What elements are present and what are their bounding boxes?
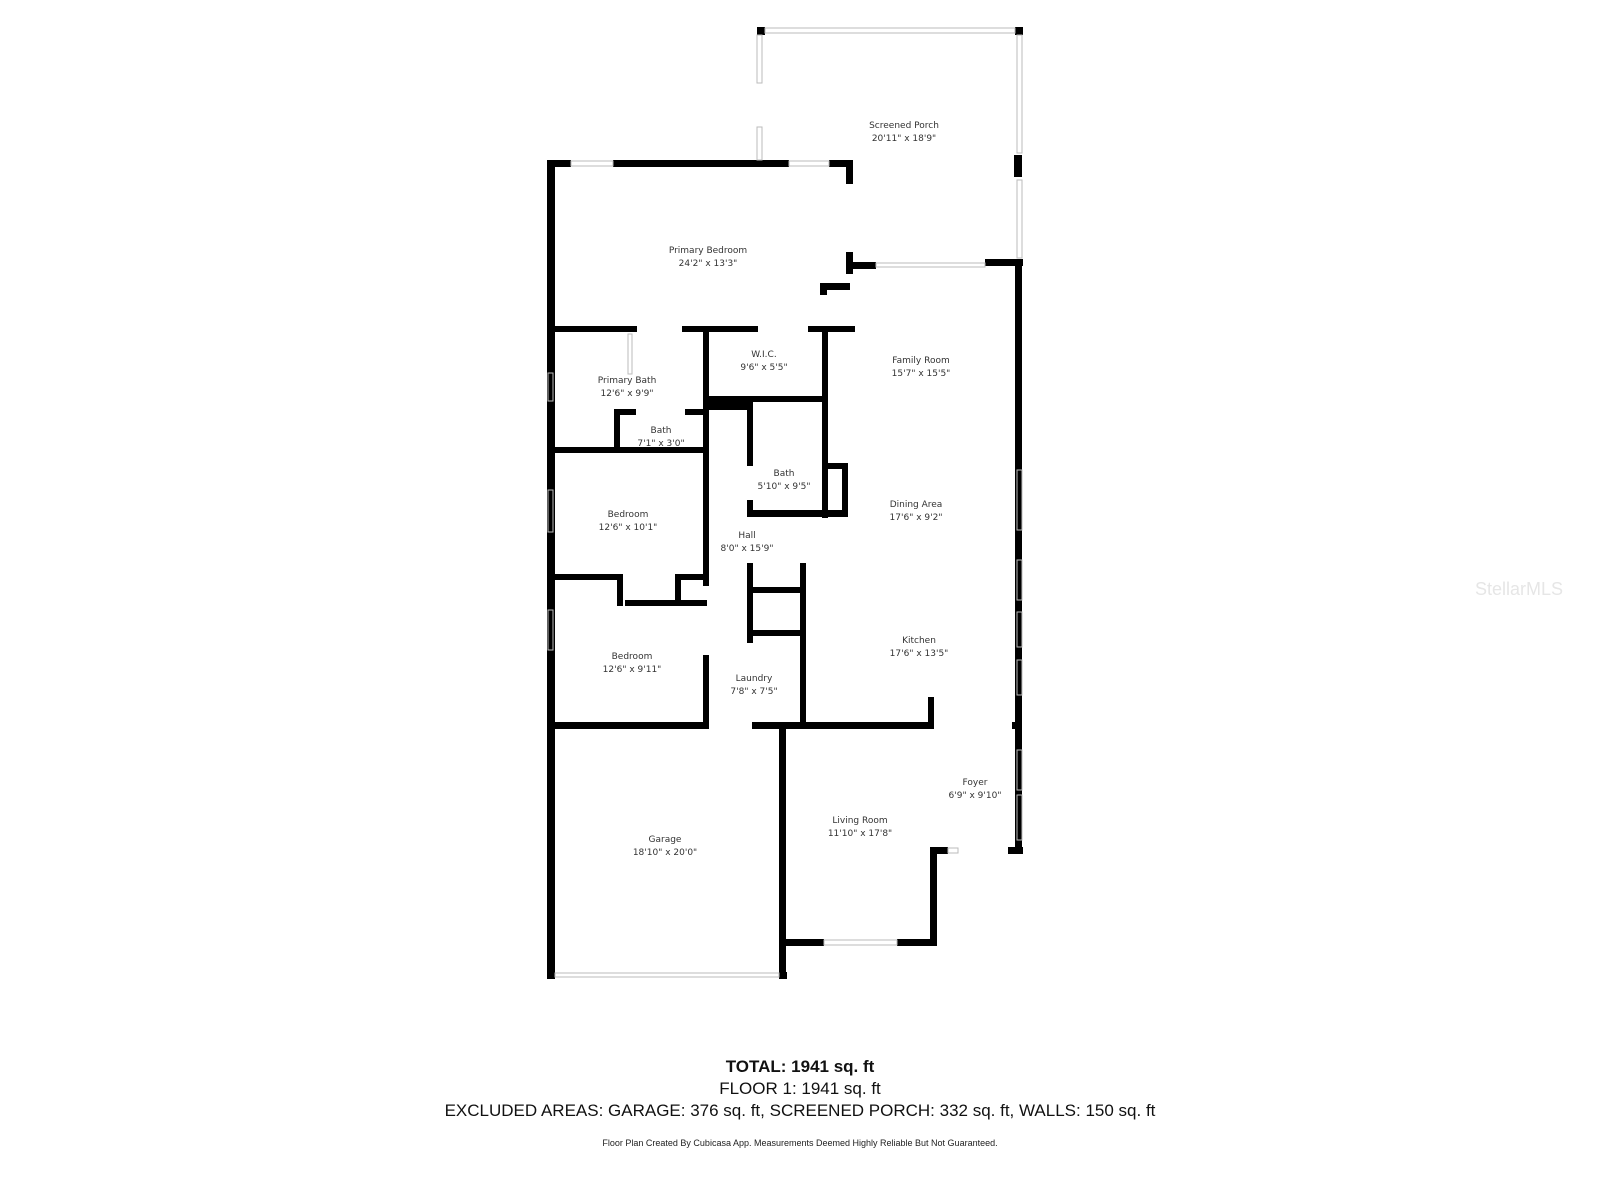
room-dims: 7'1" x 3'0" <box>637 439 685 449</box>
room-dims: 11'10" x 17'8" <box>827 829 893 839</box>
room-name: Screened Porch <box>869 121 939 131</box>
room-label-bath: Bath 5'10" x 9'5" <box>758 468 811 494</box>
room-label-primary-bath: Primary Bath 12'6" x 9'9" <box>598 375 657 401</box>
walls <box>547 27 1023 979</box>
windows-doors <box>547 27 1023 978</box>
room-label-family-room: Family Room 15'7" x 15'5" <box>892 355 951 381</box>
credit-note: Floor Plan Created By Cubicasa App. Meas… <box>602 1138 998 1148</box>
room-dims: 12'6" x 9'9" <box>600 389 654 399</box>
room-label-living-room: Living Room 11'10" x 17'8" <box>828 815 892 841</box>
room-dims: 8'0" x 15'9" <box>720 544 774 554</box>
room-dims: 7'8" x 7'5" <box>730 687 778 697</box>
room-name: Bath <box>650 426 672 436</box>
room-name: Living Room <box>832 816 888 826</box>
room-label-garage: Garage 18'10" x 20'0" <box>633 834 697 860</box>
room-dims: 6'9" x 9'10" <box>948 791 1002 801</box>
room-dims: 18'10" x 20'0" <box>632 848 698 858</box>
room-name: Dining Area <box>889 500 943 510</box>
room-name: W.I.C. <box>751 350 777 360</box>
room-name: Bath <box>773 469 795 479</box>
room-label-laundry: Laundry 7'8" x 7'5" <box>730 673 777 699</box>
room-name: Kitchen <box>902 636 936 646</box>
total-area: TOTAL: 1941 sq. ft <box>725 1057 875 1076</box>
room-dims: 17'6" x 9'2" <box>889 513 943 523</box>
room-dims: 9'6" x 5'5" <box>740 363 788 373</box>
room-dims: 5'10" x 9'5" <box>757 482 811 492</box>
room-label-bedroom-2: Bedroom 12'6" x 9'11" <box>603 651 662 677</box>
room-label-foyer: Foyer 6'9" x 9'10" <box>949 777 1002 803</box>
room-name: Hall <box>738 531 756 541</box>
room-name: Bedroom <box>611 652 653 662</box>
room-dims: 24'2" x 13'3" <box>678 259 738 269</box>
room-label-kitchen: Kitchen 17'6" x 13'5" <box>890 635 949 661</box>
room-dims: 12'6" x 10'1" <box>598 523 658 533</box>
room-name: Primary Bedroom <box>668 246 748 256</box>
room-name: Garage <box>648 835 682 845</box>
excluded-areas: EXCLUDED AREAS: GARAGE: 376 sq. ft, SCRE… <box>444 1101 1156 1120</box>
room-name: Family Room <box>892 356 950 366</box>
room-label-screened-porch: Screened Porch 20'11" x 18'9" <box>869 120 939 146</box>
room-label-wic: W.I.C. 9'6" x 5'5" <box>740 349 787 375</box>
room-name: Primary Bath <box>597 376 657 386</box>
room-label-dining-area: Dining Area 17'6" x 9'2" <box>890 499 943 525</box>
room-label-bath-small: Bath 7'1" x 3'0" <box>637 425 684 451</box>
room-label-hall: Hall 8'0" x 15'9" <box>721 530 774 556</box>
room-name: Foyer <box>962 778 988 788</box>
room-dims: 12'6" x 9'11" <box>602 665 662 675</box>
room-label-primary-bedroom: Primary Bedroom 24'2" x 13'3" <box>669 245 747 271</box>
room-name: Bedroom <box>607 510 649 520</box>
room-dims: 20'11" x 18'9" <box>871 134 937 144</box>
floor-area: FLOOR 1: 1941 sq. ft <box>719 1079 881 1098</box>
room-dims: 17'6" x 13'5" <box>889 649 949 659</box>
room-label-bedroom-1: Bedroom 12'6" x 10'1" <box>599 509 658 535</box>
watermark: StellarMLS <box>1475 579 1564 599</box>
room-dims: 15'7" x 15'5" <box>891 369 951 379</box>
room-name: Laundry <box>735 674 773 684</box>
